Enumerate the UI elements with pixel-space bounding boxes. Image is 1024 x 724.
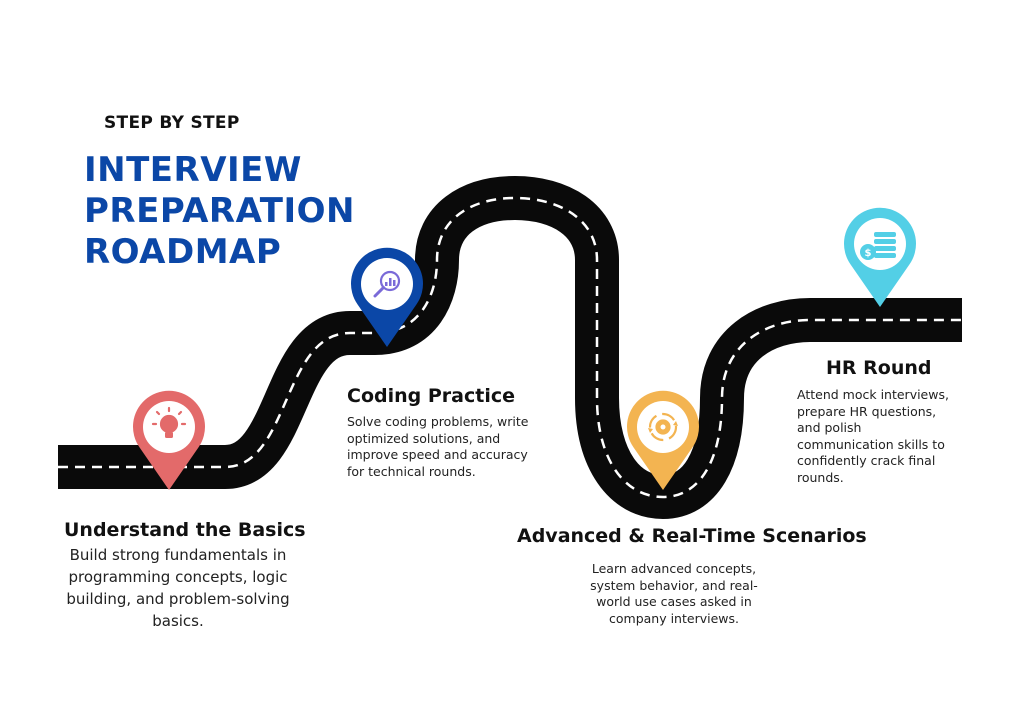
step3-pin <box>627 390 699 490</box>
step1-pin <box>133 390 206 490</box>
step2-description: Solve coding problems, write optimized s… <box>347 414 529 479</box>
step2-pin <box>351 247 423 347</box>
step4-description: Attend mock interviews, prepare HR quest… <box>797 387 949 485</box>
page-title: INTERVIEW PREPARATION ROADMAP <box>84 150 355 272</box>
step1-description: Build strong fundamentals in programming… <box>66 546 290 630</box>
eyebrow-text: STEP BY STEP <box>104 113 240 133</box>
svg-text:$: $ <box>865 248 872 259</box>
gear-cycle-icon <box>648 412 678 442</box>
step1-title: Understand the Basics <box>64 519 306 541</box>
coins-icon: $ <box>860 232 896 260</box>
step4-title: HR Round <box>826 357 932 379</box>
step3-description: Learn advanced concepts, system behavior… <box>590 561 758 626</box>
step2-title: Coding Practice <box>347 385 515 407</box>
magnifier-chart-icon <box>373 270 401 298</box>
road-center-line <box>58 196 962 499</box>
step3-title: Advanced & Real-Time Scenarios <box>517 525 867 547</box>
step4-pin: $ <box>843 207 916 307</box>
lightbulb-icon <box>151 406 187 438</box>
